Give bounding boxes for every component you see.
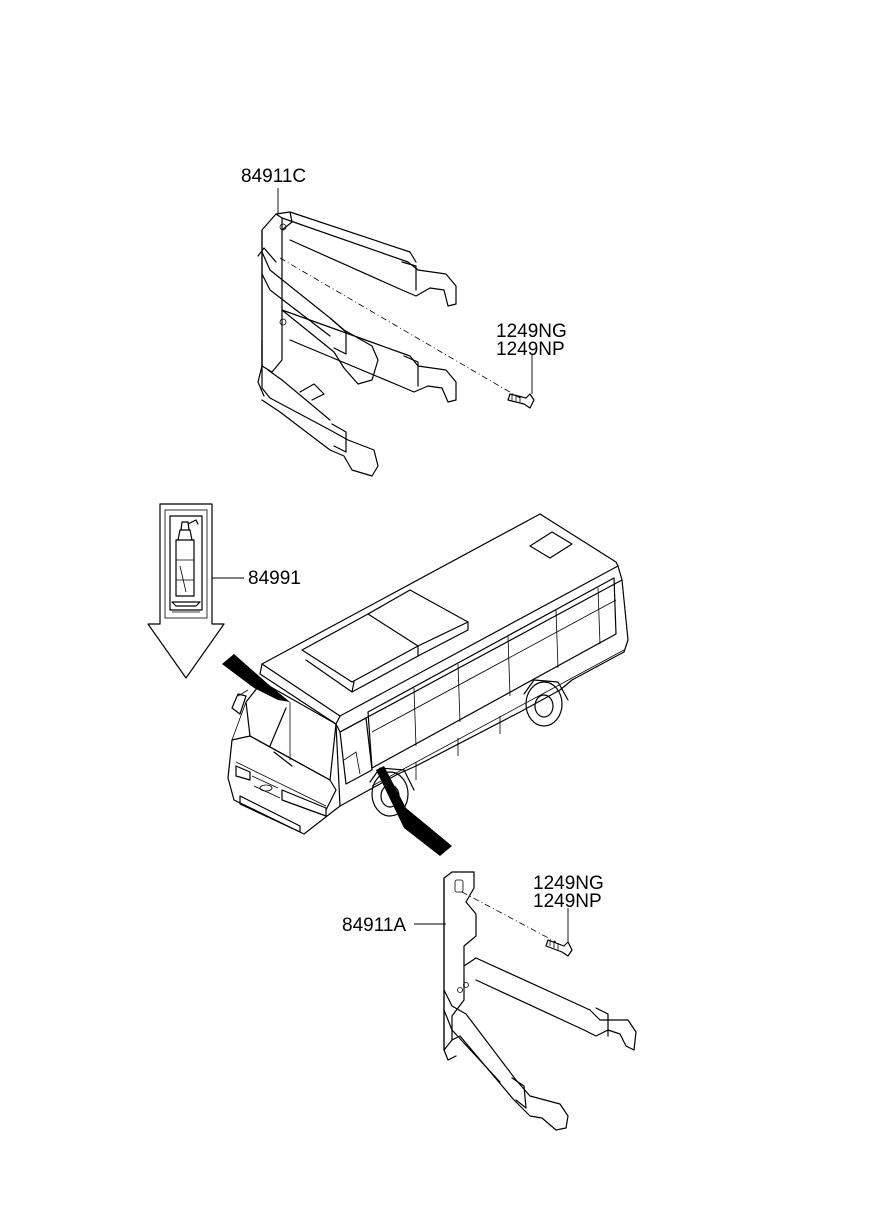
upper-bracket-icon	[257, 211, 457, 477]
lower-screw-label-1: 1249NG	[533, 873, 604, 894]
upper-location-arrow	[222, 654, 290, 702]
minibus-icon	[227, 513, 629, 835]
sticker-label: 84991	[248, 568, 301, 589]
upper-screw-label-2: 1249NP	[496, 339, 565, 360]
upper-screw-label-1: 1249NG	[496, 321, 567, 342]
lower-screw-guide-line	[461, 891, 557, 943]
lower-bracket-label: 84911A	[342, 915, 406, 936]
lower-bracket-icon	[443, 871, 637, 1131]
lower-screw-label-2: 1249NP	[533, 891, 602, 912]
upper-bracket-label: 84911C	[241, 166, 306, 187]
lower-location-arrow	[376, 766, 452, 856]
fire-extinguisher-sticker-icon	[147, 503, 225, 679]
upper-screw-guide-line	[279, 257, 521, 399]
lower-screw-icon	[545, 939, 573, 957]
upper-screw-icon	[507, 393, 535, 409]
